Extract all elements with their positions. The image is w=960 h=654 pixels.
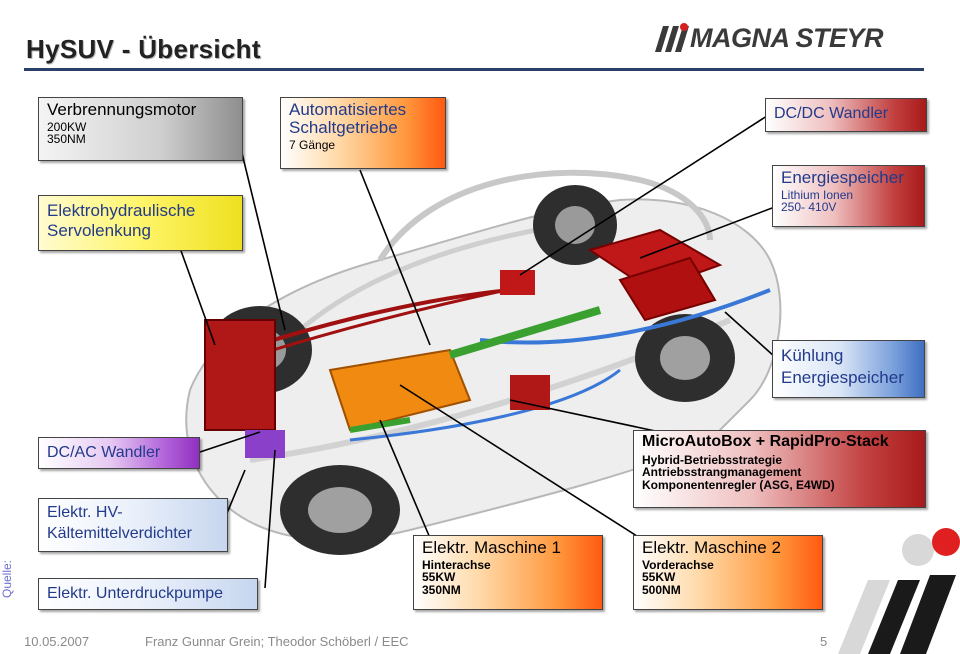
title-divider [24,68,924,71]
microautobox-line1: Hybrid-Betriebsstrategie [642,452,783,467]
maschine1-axle: Hinterachse [422,557,491,572]
kuehlung-line1: Kühlung [781,346,844,365]
unterdruckpumpe-heading: Elektr. Unterdruckpumpe [47,585,224,602]
energiespeicher-voltage: 250- 410V [781,200,837,215]
label-energiespeicher: Energiespeicher Lithium Ionen 250- 410V [772,165,925,227]
label-kuehlung: Kühlung Energiespeicher [772,340,925,398]
schaltgetriebe-line1: Automatisiertes [289,100,407,119]
label-microautobox: MicroAutoBox + RapidPro-Stack Hybrid-Bet… [633,430,926,508]
magna-logo-icon [655,23,689,52]
servolenkung-line1: Elektrohydraulische [47,201,196,220]
label-verbrennungsmotor: Verbrennungsmotor 200KW 350NM [38,97,243,161]
page-number: 5 [820,634,828,649]
footer-date: 10.05.2007 [24,634,90,649]
maschine1-torque: 350NM [422,583,461,598]
dcdc-heading: DC/DC Wandler [774,105,889,122]
label-kaeltemittelverdichter: Elektr. HV- Kältemittelverdichter [38,498,228,552]
source-label: Quelle: [0,559,14,598]
label-maschine-1: Elektr. Maschine 1 Hinterachse 55KW 350N… [413,535,603,610]
magna-corner-logo-icon [838,528,960,654]
kuehlung-line2: Energiespeicher [781,367,904,387]
verbrennungsmotor-torque: 350NM [47,132,86,147]
maschine1-heading: Elektr. Maschine 1 [422,538,561,557]
kaeltemittel-line2: Kältemittelverdichter [47,524,192,542]
brand-logo-text: MAGNA STEYR [690,23,884,53]
verbrennungsmotor-power: 200KW [47,119,87,134]
verbrennungsmotor-heading: Verbrennungsmotor [47,100,197,119]
microautobox-line3: Komponentenregler (ASG, E4WD) [642,477,835,492]
dcac-heading: DC/AC Wandler [47,444,161,461]
maschine2-torque: 500NM [642,583,681,598]
maschine2-power: 55KW [642,570,676,585]
kaeltemittel-line1: Elektr. HV- [47,504,123,521]
page-title: HySUV - Übersicht [26,34,261,64]
microautobox-line2: Antriebsstrangmanagement [642,465,802,480]
label-servolenkung: Elektrohydraulische Servolenkung [38,195,243,251]
microautobox-heading: MicroAutoBox + RapidPro-Stack [642,433,889,450]
footer-authors: Franz Gunnar Grein; Theodor Schöberl / E… [145,634,409,649]
schaltgetriebe-gears: 7 Gänge [289,137,336,152]
label-dcdc-wandler: DC/DC Wandler [765,98,927,132]
label-schaltgetriebe: Automatisiertes Schaltgetriebe 7 Gänge [280,97,446,169]
energiespeicher-type: Lithium Ionen [781,187,854,202]
label-unterdruckpumpe: Elektr. Unterdruckpumpe [38,578,258,610]
servolenkung-line2: Servolenkung [47,220,151,240]
label-maschine-2: Elektr. Maschine 2 Vorderachse 55KW 500N… [633,535,823,610]
car-illustration [185,169,782,555]
schaltgetriebe-line2: Schaltgetriebe [289,117,398,137]
label-dcac-wandler: DC/AC Wandler [38,437,200,469]
maschine2-axle: Vorderachse [642,557,714,572]
maschine1-power: 55KW [422,570,456,585]
maschine2-heading: Elektr. Maschine 2 [642,538,781,557]
energiespeicher-heading: Energiespeicher [781,168,904,187]
